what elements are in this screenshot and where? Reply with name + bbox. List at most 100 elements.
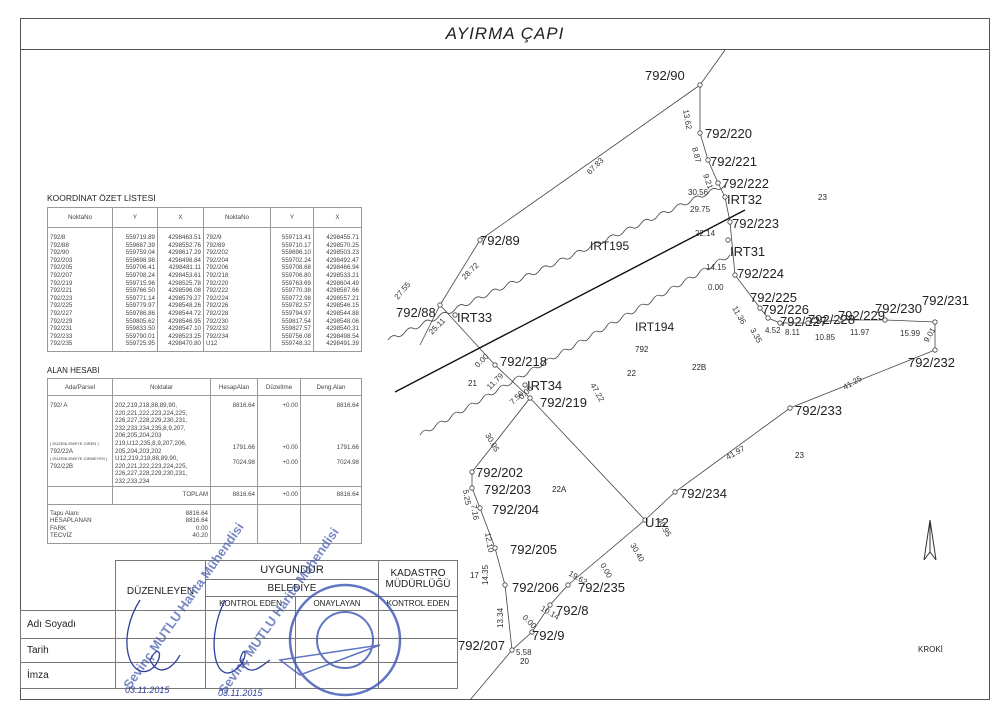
survey-point-marker <box>492 362 498 368</box>
survey-point-marker <box>805 320 811 326</box>
kroki-label: KROKİ <box>918 645 943 654</box>
page-title: AYIRMA ÇAPI <box>20 18 990 50</box>
survey-point-marker <box>757 305 763 311</box>
distance-label: 30.56 <box>688 188 709 197</box>
summary-label: TECVİZ <box>50 532 73 540</box>
point-label: IRT32 <box>727 192 762 207</box>
municipal-seal <box>278 583 402 697</box>
hesap-alan: 7024.98 <box>210 455 258 487</box>
coord-cell: 4298491.39 <box>313 340 362 352</box>
survey-point-marker <box>642 517 648 523</box>
coord-cell: 4298498.54 <box>313 332 362 341</box>
distance-label: 15.99 <box>900 329 921 338</box>
distance-label: 0.00 <box>708 283 724 292</box>
parsel-note: ( DÜZENLEMEYE GİRMEYEN ) <box>50 456 108 462</box>
point-label: 792/232 <box>908 355 955 370</box>
survey-point-marker <box>787 405 793 411</box>
area-label: 23 <box>795 451 804 460</box>
survey-point-marker <box>477 505 483 511</box>
page-frame <box>20 18 990 700</box>
coord-cell: 4298466.94 <box>313 264 362 272</box>
area-label: IRT195 <box>590 239 629 253</box>
survey-point-marker <box>777 320 783 326</box>
coord-cell: 4298546.15 <box>313 302 362 310</box>
distance-label: 5.58 <box>516 648 532 657</box>
coord-col-header: X <box>157 207 204 228</box>
survey-point-marker <box>837 317 843 323</box>
survey-point-marker <box>469 485 475 491</box>
point-label: 792/235 <box>578 580 625 595</box>
coord-cell: 4298557.21 <box>313 294 362 303</box>
coord-cell: 4298587.66 <box>313 287 362 295</box>
point-label: 792/225 <box>750 290 797 305</box>
survey-point-marker <box>932 347 938 353</box>
stamp-text: Sevinç MUTLU Harita Mühendisi <box>120 520 247 692</box>
boundary-extension <box>469 649 513 701</box>
coord-cell: 4298570.25 <box>313 241 362 250</box>
point-label: 792/206 <box>512 580 559 595</box>
survey-point-marker <box>529 629 535 635</box>
coord-cell: 4298533.21 <box>313 271 362 280</box>
alan-heading: ALAN HESABI <box>47 366 100 375</box>
distance-label: 14.15 <box>706 263 727 272</box>
summary-value: 0.00 <box>195 524 208 532</box>
canal-bank-lower <box>419 254 731 436</box>
point-label: 792/207 <box>458 638 505 653</box>
row-label-signature: İmza <box>20 662 116 689</box>
alan-col-header: Ada/Parsel <box>47 378 113 396</box>
survey-point-marker <box>732 272 738 278</box>
distance-label: 8.11 <box>785 328 801 337</box>
survey-point-marker <box>932 319 938 325</box>
area-label: 22 <box>627 369 636 378</box>
point-label: 792/89 <box>480 233 520 248</box>
survey-point-marker <box>722 194 728 200</box>
point-label: IRT31 <box>730 244 765 259</box>
area-label: 792 <box>635 345 649 354</box>
coord-cell: 4298455.71 <box>313 227 362 242</box>
point-label: 792/223 <box>732 216 779 231</box>
row-label-name: Adı Soyadı <box>20 610 116 639</box>
hesap-alan: 8816.64 <box>210 395 258 440</box>
distance-label: 22.14 <box>695 229 716 238</box>
distance-label: 8.87 <box>690 146 703 164</box>
survey-point-marker <box>672 489 678 495</box>
point-label: 792/231 <box>922 293 969 308</box>
boundary-extension <box>419 304 441 346</box>
point-label: 792/224 <box>737 266 784 281</box>
distance-label: 11.97 <box>850 328 870 337</box>
canal-axis-line <box>394 209 746 393</box>
distance-label: 29.75 <box>690 205 711 214</box>
noktalar: U12,219,218,88,89,90, 220,221,222,223,22… <box>112 455 211 487</box>
coord-cell: 4298544.88 <box>313 309 362 318</box>
distance-label: 13.62 <box>681 109 693 131</box>
area-label: 21 <box>468 379 477 388</box>
area-label: 22B <box>692 363 706 372</box>
survey-point-marker <box>697 82 703 88</box>
parsel-note: ( DÜZENLEMEYE GİREN ) <box>50 440 99 446</box>
survey-point-marker <box>725 237 731 243</box>
survey-point-marker <box>469 469 475 475</box>
division-line <box>529 397 646 521</box>
coord-col-header: NoktaNo <box>203 207 271 228</box>
point-label: IRT33 <box>457 310 492 325</box>
area-label: 17 <box>470 571 479 580</box>
area-label: 22A <box>552 485 567 494</box>
summary-label: FARK <box>50 524 67 532</box>
coord-list-heading: KOORDİNAT ÖZET LİSTESİ <box>47 193 156 203</box>
point-label: 792/218 <box>500 354 547 369</box>
coord-col-header: X <box>313 207 362 228</box>
distance-label: 10.85 <box>815 333 836 342</box>
distance-label: 13.34 <box>496 607 505 628</box>
parcel-boundary <box>439 84 936 651</box>
survey-point-marker <box>697 130 703 136</box>
